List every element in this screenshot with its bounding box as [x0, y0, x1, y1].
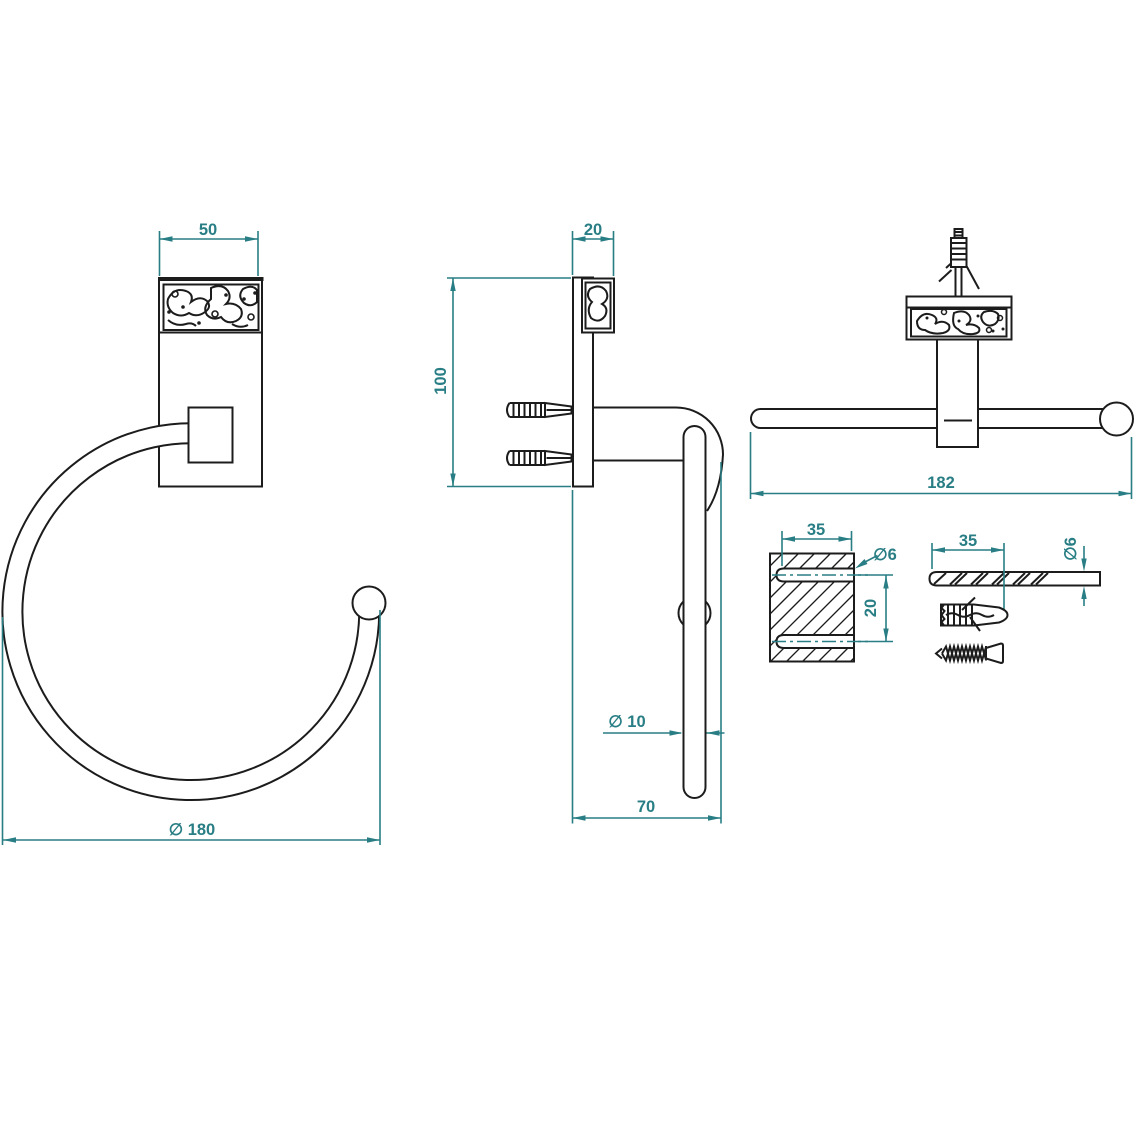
dim-label-hole-diameter: ∅6: [873, 546, 897, 564]
dim-label-hole-spacing: 20: [862, 599, 880, 617]
decorative-band-front: [162, 283, 260, 331]
ring-ball-end-front: [351, 585, 387, 621]
mount-boss-front: [187, 406, 234, 464]
drill-flutes: [933, 572, 1049, 586]
dimension-drill-length: 35: [931, 532, 1005, 610]
dimension-side-depth: 20: [571, 221, 615, 276]
side-view: 20 100 ∅ 10 70: [432, 221, 725, 824]
drill-bit-detail: 35 ∅6: [928, 532, 1101, 610]
decorative-pattern-side: [586, 285, 609, 322]
dim-label-drill-diameter: ∅6: [1062, 537, 1080, 561]
dim-label-hole-depth: 35: [807, 521, 825, 539]
decorative-pattern-top: [915, 308, 1005, 336]
dimension-hole-diameter: ∅6: [855, 546, 897, 569]
dim-label-front-ring-diameter: ∅ 180: [169, 821, 216, 839]
dim-label-drill-length: 35: [959, 532, 977, 550]
dim-label-side-tube-diameter: ∅ 10: [608, 713, 645, 731]
screw-head: [985, 642, 1004, 665]
front-view: 50 ∅ 180: [1, 221, 387, 845]
dimension-drill-diameter: ∅6: [1062, 537, 1087, 606]
wall-plug-wing-bottom: [969, 616, 981, 632]
wall-plug-wing-top: [961, 596, 976, 611]
dim-label-front-width: 50: [199, 221, 217, 239]
dim-label-top-length: 182: [927, 474, 955, 492]
fixing-screw-upper: [506, 401, 573, 419]
dimension-top-length: 182: [749, 432, 1133, 499]
wall-plug-body: [940, 603, 1009, 627]
towel-ring-inner: [3, 424, 379, 800]
wall-section-block: [769, 552, 855, 663]
dimension-side-height: 100: [432, 277, 571, 488]
ring-ball-end-top: [1099, 401, 1134, 437]
dimension-front-ring-diameter: ∅ 180: [1, 610, 381, 845]
wall-drilling-detail: 35 ∅6 20: [769, 521, 897, 663]
wall-plug-detail: [940, 596, 1009, 632]
wall-plate-top: [905, 295, 1013, 341]
screw-tip: [934, 647, 943, 660]
dim-label-side-depth: 20: [584, 221, 602, 239]
decorative-band-side: [581, 277, 615, 334]
fixing-screw-lower: [506, 449, 573, 467]
dim-label-side-reach: 70: [637, 798, 655, 816]
dim-label-side-height: 100: [432, 367, 450, 395]
decorative-band-top: [910, 308, 1008, 338]
dimension-hole-depth: 35: [781, 521, 853, 566]
wall-plug-top-view: [938, 228, 980, 298]
wall-plug-split: [945, 612, 995, 618]
mount-boss-top: [936, 338, 979, 448]
dimension-hole-spacing: 20: [858, 574, 893, 643]
dimension-side-reach: 70: [571, 462, 722, 824]
dimension-front-width: 50: [158, 221, 259, 276]
dimension-side-tube-diameter: ∅ 10: [603, 713, 725, 736]
ring-arm-top-side: [593, 406, 725, 512]
decorative-pattern-front: [166, 285, 259, 328]
screw-detail: [934, 642, 1004, 665]
top-view: 182: [749, 228, 1134, 499]
plate-top-edge: [158, 277, 264, 281]
